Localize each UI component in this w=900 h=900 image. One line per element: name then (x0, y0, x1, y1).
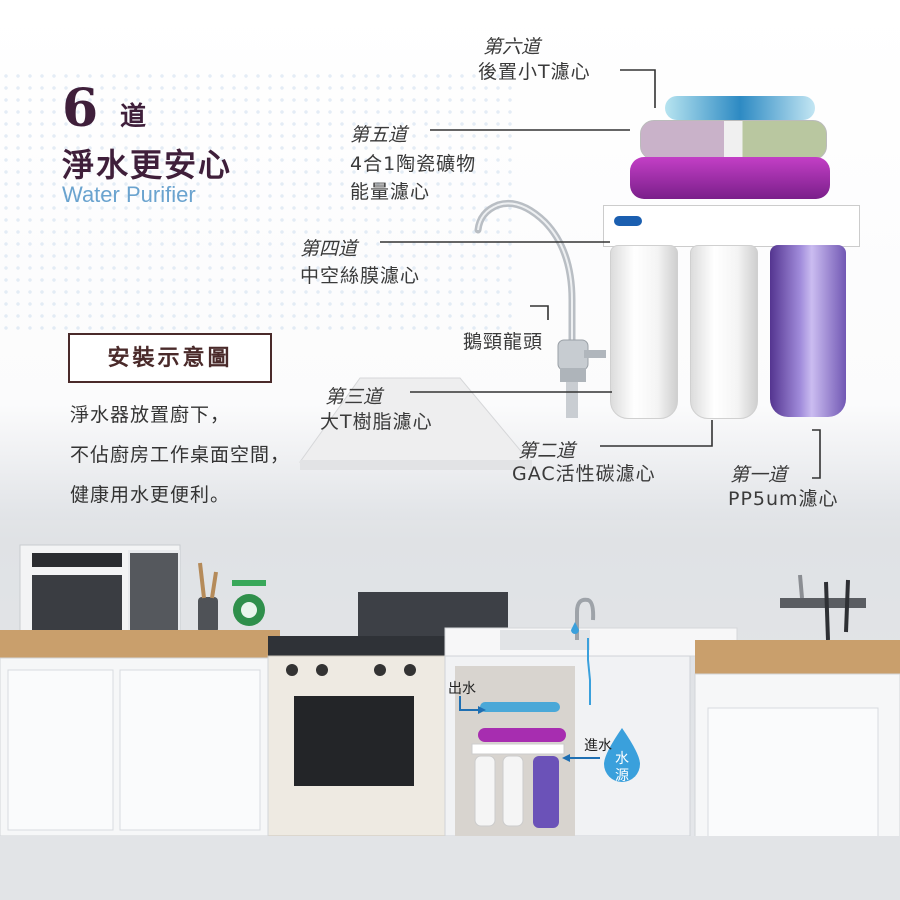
stage-1-heading: 第一道 (730, 464, 788, 486)
stage-count-unit: 道 (120, 102, 147, 132)
stage-4-name: 中空絲膜濾心 (300, 265, 421, 287)
stage-3-name: 大T樹脂濾心 (320, 411, 433, 433)
stage-3-housing (610, 245, 678, 419)
install-desc-line-1: 淨水器放置廚下， (70, 404, 231, 426)
stage-2-name: GAC活性碳濾心 (512, 463, 656, 485)
brand-logo (614, 216, 642, 226)
headline: 淨水更安心 (62, 146, 233, 184)
install-desc-line-2: 不佔廚房工作桌面空間， (70, 444, 291, 466)
stage-5-heading: 第五道 (350, 124, 408, 146)
stage-count-number: 6 (62, 78, 99, 139)
water-source-label-2: 源 (615, 768, 629, 784)
background-dot-pattern (0, 70, 520, 330)
water-outlet-label: 出水 (448, 681, 476, 697)
stage-6-name: 後置小T濾心 (478, 61, 591, 83)
purifier-front-panel (603, 205, 860, 247)
stage-2-heading: 第二道 (518, 440, 576, 462)
stage-2-housing (690, 245, 758, 419)
water-inlet-label: 進水 (584, 738, 612, 754)
stage-6-heading: 第六道 (483, 36, 541, 58)
headline-english: Water Purifier (62, 182, 196, 207)
stage-1-name: PP5um濾心 (728, 488, 839, 510)
faucet-label: 鵝頸龍頭 (463, 331, 544, 353)
stage-6-filter (665, 96, 815, 120)
stage-1-housing (770, 245, 846, 417)
stage-3-heading: 第三道 (325, 386, 383, 408)
stage-5-name-line1: 4合1陶瓷礦物 (350, 153, 477, 175)
stage-4-heading: 第四道 (300, 238, 358, 260)
stage-4-filter (630, 157, 830, 199)
install-diagram-label: 安裝示意圖 (107, 345, 233, 371)
install-desc-line-3: 健康用水更便利。 (70, 484, 231, 506)
stage-5-name-line2: 能量濾心 (350, 181, 431, 203)
install-diagram-badge: 安裝示意圖 (68, 333, 272, 383)
water-source-label-1: 水 (615, 751, 629, 767)
